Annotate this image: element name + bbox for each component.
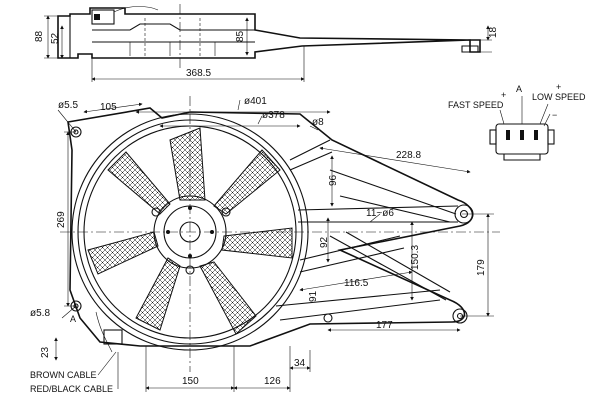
dim-width-368-5: 368.5 <box>186 68 211 79</box>
dim-fan-dia-378: ø378 <box>262 110 285 121</box>
dim-height-85: 85 <box>235 30 246 42</box>
dim-228-8: 228.8 <box>396 150 421 161</box>
dim-hole-dia-5-5: ø5.5 <box>58 100 78 111</box>
dim-hole-dia-8: ø8 <box>312 117 324 128</box>
low-speed-label: LOW SPEED <box>532 92 586 102</box>
housing-outline <box>67 107 474 347</box>
dim-height-52: 52 <box>50 32 61 44</box>
front-view: ø5.5 105 ø401 ø378 ø8 228.8 96 11~ø6 92 … <box>30 96 500 392</box>
fast-speed-label: FAST SPEED <box>448 100 504 110</box>
dim-126: 126 <box>264 376 281 387</box>
dim-105: 105 <box>100 102 117 113</box>
minus-label: − <box>552 110 557 120</box>
plus-left-label: + <box>501 90 506 100</box>
brown-cable-label: BROWN CABLE <box>30 370 97 380</box>
dim-11-6: 11~ø6 <box>366 208 394 219</box>
dim-hole-dia-5-8: ø5.8 <box>30 308 50 319</box>
marker-a: A <box>70 314 76 324</box>
cable-labels: A BROWN CABLE RED/BLACK CABLE <box>30 314 119 394</box>
dim-91: 91 <box>308 290 319 302</box>
dim-height-88: 88 <box>34 30 45 42</box>
plus-right-label: + <box>556 82 561 92</box>
lower-connector <box>103 329 123 345</box>
top-view-outline <box>57 7 481 59</box>
dim-height-18: 18 <box>488 26 499 38</box>
dim-92: 92 <box>319 236 330 248</box>
top-view: 88 52 85 18 368.5 <box>34 4 499 82</box>
dim-34: 34 <box>294 358 306 369</box>
dim-179: 179 <box>476 259 487 276</box>
dim-150-3: 150.3 <box>410 245 421 270</box>
pin-a-label: A <box>516 84 522 94</box>
dim-116-5: 116.5 <box>344 278 369 289</box>
dim-23: 23 <box>40 346 51 358</box>
red-black-cable-label: RED/BLACK CABLE <box>30 384 113 394</box>
dim-177: 177 <box>376 320 393 331</box>
fan-blades <box>87 127 293 335</box>
dim-150: 150 <box>182 376 199 387</box>
dim-96: 96 <box>328 174 339 186</box>
connector-detail: FAST SPEED LOW SPEED A + + − <box>448 82 586 161</box>
dim-shroud-dia-401: ø401 <box>244 96 267 107</box>
dim-269: 269 <box>56 211 67 228</box>
